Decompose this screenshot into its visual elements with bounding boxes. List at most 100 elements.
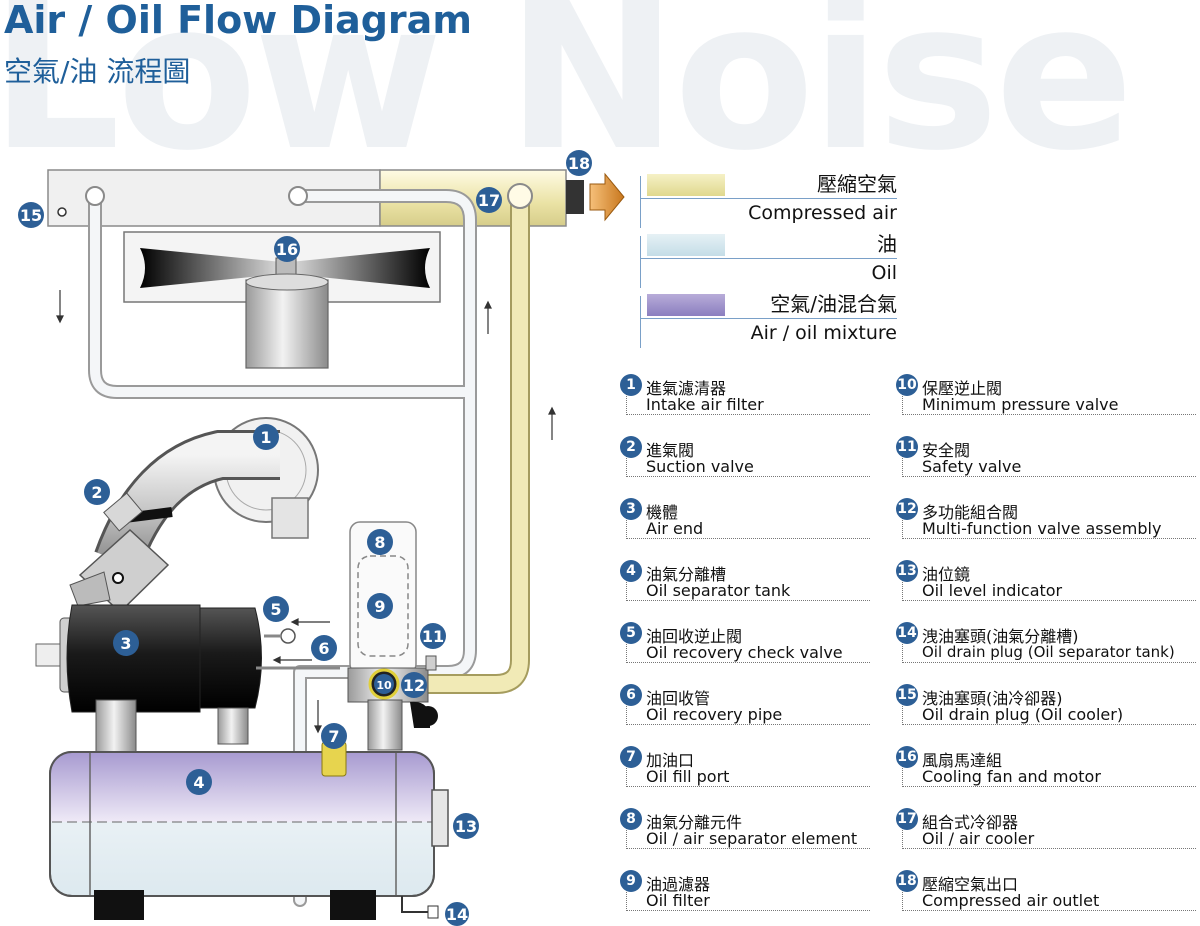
part-name-zh: 油回收逆止閥 [646,627,743,646]
badge-6: 6 [311,635,337,661]
part-name-zh: 進氣濾清器 [646,379,727,398]
badge-16: 16 [274,236,300,262]
badge-1-number: 1 [260,428,271,447]
part-name-en: Oil separator tank [646,581,791,600]
part-number: 6 [620,684,642,706]
legend-air-oil-mixture: 空氣/油混合氣 Air / oil mixture [640,292,897,348]
part-name-zh: 組合式冷卻器 [922,813,1019,832]
part-name-en: Suction valve [646,457,754,476]
badge-12-number: 12 [403,676,425,695]
cooler-drain-plug [57,207,67,217]
part-name-en: Compressed air outlet [922,891,1100,910]
badge-3: 3 [113,630,139,656]
badge-18: 18 [566,150,592,176]
badge-16-number: 16 [276,240,298,259]
part-name-zh: 多功能組合閥 [922,503,1019,522]
legend-label-en: Compressed air [748,202,897,224]
part-name-zh: 加油口 [646,751,695,770]
legend-swatch-mixture [647,294,725,316]
badge-15: 15 [18,202,44,228]
badge-7-number: 7 [328,727,339,746]
part-number: 3 [620,498,642,520]
badge-8: 8 [367,529,393,555]
oil-level-glass [431,789,449,847]
legend-label-zh: 壓縮空氣 [817,172,897,196]
part-name-en: Intake air filter [646,395,764,414]
part-number: 11 [896,436,918,458]
legend-swatch-compressed-air [647,174,725,196]
part-name-zh: 安全閥 [922,441,971,460]
badge-9-number: 9 [374,597,385,616]
badge-2: 2 [84,479,110,505]
part-name-zh: 洩油塞頭(油氣分離槽) [922,627,1079,646]
air-end-discharge [95,699,137,759]
part-number: 18 [896,870,918,892]
badge-12: 12 [401,672,427,698]
part-name-zh: 壓縮空氣出口 [922,875,1019,894]
part-name-zh: 風扇馬達組 [922,751,1003,770]
badge-11-number: 11 [422,627,444,646]
part-number: 10 [896,374,918,396]
part-name-en: Oil / air separator element [646,829,858,848]
air-outlet-nozzle [566,180,584,214]
badge-1: 1 [253,424,279,450]
legend-label-en: Air / oil mixture [750,322,897,344]
valve-elbow [418,706,438,726]
legend-label-zh: 油 [877,232,897,256]
part-name-zh: 油氣分離槽 [646,565,727,584]
part-name-zh: 洩油塞頭(油冷卻器) [922,689,1063,708]
tank-foot-right [330,890,376,920]
badge-10-number: 10 [376,679,392,692]
badge-5: 5 [263,596,289,622]
part-name-en: Oil / air cooler [922,829,1035,848]
legend-swatch-oil [647,234,725,256]
legend-label-zh: 空氣/油混合氣 [770,292,897,316]
part-name-zh: 油回收管 [646,689,711,708]
outlet-arrow [589,172,625,222]
badge-17: 17 [476,187,502,213]
part-number: 14 [896,622,918,644]
part-name-en: Minimum pressure valve [922,395,1119,414]
legend-label-en: Oil [871,262,897,284]
part-number: 5 [620,622,642,644]
part-name-en: Safety valve [922,457,1022,476]
legend-compressed-air: 壓縮空氣 Compressed air [640,172,897,228]
part-name-en: Oil drain plug (Oil cooler) [922,705,1124,724]
part-name-en: Oil drain plug (Oil separator tank) [922,643,1175,661]
badge-14: 14 [445,902,469,926]
part-name-en: Cooling fan and motor [922,767,1101,786]
part-name-zh: 油位鏡 [922,565,971,584]
part-name-zh: 進氣閥 [646,441,695,460]
page-subtitle: 空氣/油 流程圖 [4,55,191,88]
badge-17-number: 17 [478,191,500,210]
part-number: 4 [620,560,642,582]
badge-2-number: 2 [91,483,102,502]
badge-7: 7 [321,723,347,749]
check-valve [280,628,296,644]
badge-9: 9 [367,593,393,619]
part-number: 7 [620,746,642,768]
badge-13: 13 [453,813,479,839]
tank-foot-left [94,890,144,920]
legend-oil: 油 Oil [640,232,897,288]
fan-motor [245,279,329,369]
part-number: 16 [896,746,918,768]
badge-14-number: 14 [446,905,468,924]
part-name-en: Oil recovery pipe [646,705,783,724]
part-name-en: Multi-function valve assembly [922,519,1162,538]
part-name-en: Oil level indicator [922,581,1063,600]
